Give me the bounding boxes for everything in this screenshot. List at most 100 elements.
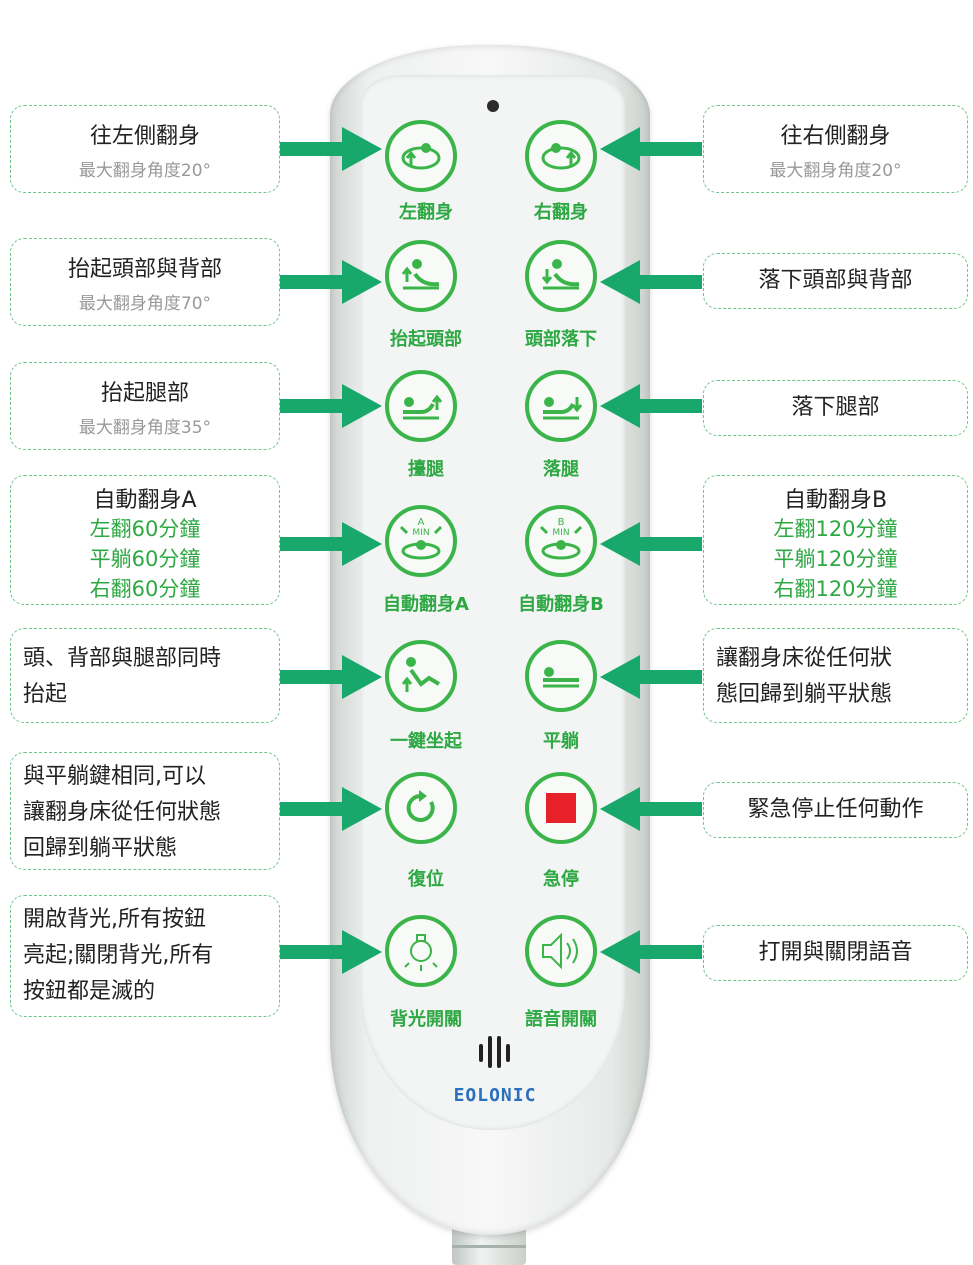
callout-line: 左翻60分鐘 [89,517,201,541]
lie-flat-icon [543,667,579,688]
reset-icon [406,790,435,822]
auto-turn-a-icon: A MIN [399,517,443,560]
lower-leg-icon [543,397,583,420]
auto-b-letter: B [558,517,565,528]
callout-line: 左翻120分鐘 [773,517,898,541]
speaker-icon [542,932,578,970]
turn-left-button[interactable] [385,120,457,192]
callout-title: 自動翻身A [93,488,197,513]
lamp-icon [404,934,438,971]
speaker-grill-icon [479,1036,510,1068]
callout-line: 平躺120分鐘 [773,547,898,571]
callout-stop: 緊急停止任何動作 [703,782,968,838]
stop-label: 急停 [543,869,579,890]
callout-line: 與平躺鍵相同,可以 [23,764,206,789]
backlight-label: 背光開關 [390,1009,462,1030]
callout-line: 讓翻身床從任何狀態 [23,800,222,825]
callout-line: 讓翻身床從任何狀 [716,646,893,671]
arrow-auto-a [280,522,382,566]
arrow-turn-right [600,127,702,171]
arrow-voice [600,930,702,974]
callout-sub: 最大翻身角度20° [769,161,902,181]
auto-turn-a-label: 自動翻身A [383,594,469,615]
callout-line: 態回歸到躺平狀態 [716,682,893,707]
auto-turn-b-label: 自動翻身B [518,594,604,615]
reset-label: 復位 [408,869,444,890]
callout-title: 落下腿部 [791,395,880,420]
callout-reset: 與平躺鍵相同,可以 讓翻身床從任何狀態 回歸到躺平狀態 [10,752,280,870]
arrow-lower-head [600,260,702,304]
callout-voice: 打開與關閉語音 [703,925,968,981]
arrow-one-key-sit [280,655,382,699]
callout-line: 開啟背光,所有按鈕 [23,907,206,932]
raise-head-icon [401,259,440,290]
callout-title: 抬起頭部與背部 [67,257,222,282]
voice-label: 語音開關 [525,1009,597,1030]
voice-button[interactable] [525,915,597,987]
callout-auto-b: 自動翻身B 左翻120分鐘 平躺120分鐘 右翻120分鐘 [703,475,968,605]
lower-head-label: 頭部落下 [525,329,597,350]
lower-leg-button[interactable] [525,370,597,442]
brand-logo: EOLONIC [453,1085,537,1106]
callout-auto-a: 自動翻身A 左翻60分鐘 平躺60分鐘 右翻60分鐘 [10,475,280,605]
callout-line: 平躺60分鐘 [89,547,201,571]
stop-button[interactable] [525,772,597,844]
callout-raise-head: 抬起頭部與背部 最大翻身角度70° [10,238,280,326]
auto-turn-b-icon: B MIN [539,517,583,560]
raise-leg-icon [403,394,443,420]
one-key-sit-label: 一鍵坐起 [390,731,462,752]
lower-leg-label: 落腿 [543,459,579,480]
callout-title: 往左側翻身 [89,124,200,149]
turn-right-label: 右翻身 [534,202,588,223]
arrow-raise-leg [280,384,382,428]
turn-left-icon [401,143,441,170]
callout-one-key-sit: 頭、背部與腿部同時 抬起 [10,628,280,723]
callout-title: 自動翻身B [783,488,888,513]
callout-sub: 最大翻身角度70° [78,294,212,314]
raise-leg-button[interactable] [385,370,457,442]
backlight-button[interactable] [385,915,457,987]
callout-title: 往右側翻身 [780,124,891,149]
auto-turn-b-button[interactable]: B MIN [525,505,597,577]
callout-turn-right: 往右側翻身 最大翻身角度20° [703,105,968,193]
arrow-reset [280,787,382,831]
arrow-flat [600,655,702,699]
callout-title: 緊急停止任何動作 [747,797,924,822]
callout-line: 亮起;關閉背光,所有 [23,943,214,968]
callout-raise-leg: 抬起腿部 最大翻身角度35° [10,362,280,450]
turn-right-icon [541,143,581,170]
arrow-stop [600,787,702,831]
raise-leg-label: 擡腿 [408,459,444,480]
callout-backlight: 開啟背光,所有按鈕 亮起;關閉背光,所有 按鈕都是滅的 [10,895,280,1017]
callout-line: 頭、背部與腿部同時 [23,646,222,671]
callout-turn-left: 往左側翻身 最大翻身角度20° [10,105,280,193]
callout-lower-leg: 落下腿部 [703,380,968,436]
callout-lower-head: 落下頭部與背部 [703,253,968,309]
auto-turn-a-button[interactable]: A MIN [385,505,457,577]
arrow-lower-leg [600,384,702,428]
auto-a-min: MIN [412,528,429,538]
callout-sub: 最大翻身角度20° [78,161,212,181]
one-key-sit-button[interactable] [385,640,457,712]
lower-head-button[interactable] [525,240,597,312]
raise-head-label: 抬起頭部 [390,329,462,350]
callout-title: 落下頭部與背部 [758,268,913,293]
auto-b-min: MIN [552,528,569,538]
arrow-raise-head [280,260,382,304]
flat-label: 平躺 [543,731,579,752]
lower-head-icon [541,259,580,290]
arrow-auto-b [600,522,702,566]
arrow-turn-left [280,127,382,171]
reset-button[interactable] [385,772,457,844]
raise-head-button[interactable] [385,240,457,312]
callout-title: 打開與關閉語音 [758,940,913,965]
callout-line: 抬起 [23,682,68,707]
callout-sub: 最大翻身角度35° [78,418,212,438]
turn-left-label: 左翻身 [399,202,453,223]
callout-flat: 讓翻身床從任何狀 態回歸到躺平狀態 [703,628,968,723]
callout-line: 按鈕都是滅的 [23,979,156,1004]
turn-right-button[interactable] [525,120,597,192]
flat-button[interactable] [525,640,597,712]
arrow-backlight [280,930,382,974]
callout-line: 回歸到躺平狀態 [23,836,178,861]
